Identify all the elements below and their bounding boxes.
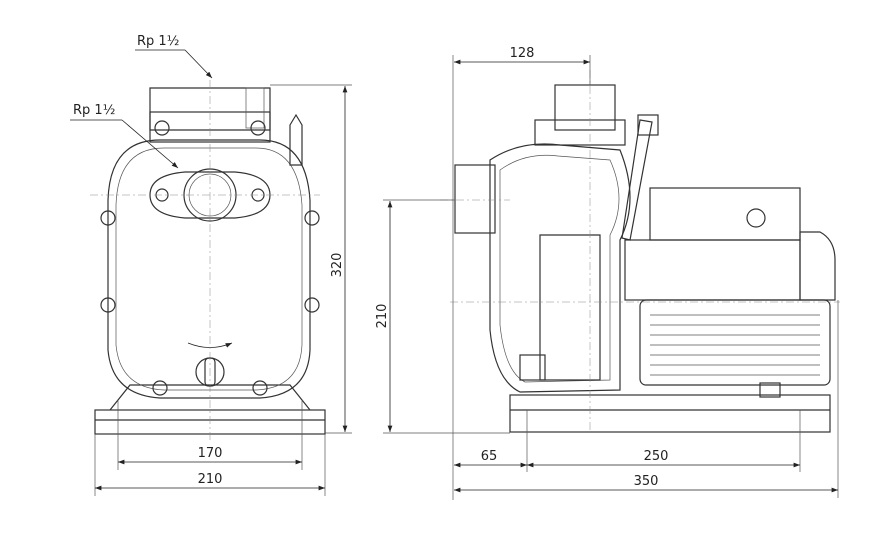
total-length-dimension: 350 bbox=[634, 474, 659, 489]
front-offset-dimension: 65 bbox=[481, 449, 498, 464]
foot-spacing-dimension: 170 bbox=[198, 446, 223, 461]
front-view bbox=[90, 80, 326, 440]
side-view bbox=[440, 70, 840, 433]
side-dimensions: 128 210 65 250 350 bbox=[375, 46, 839, 500]
connection-front-label: Rp 1½ bbox=[73, 103, 115, 118]
top-offset-dimension: 128 bbox=[510, 46, 535, 61]
height-dimension: 320 bbox=[330, 253, 345, 278]
base-width-dimension: 210 bbox=[198, 472, 223, 487]
shaft-height-dimension: 210 bbox=[375, 304, 390, 329]
front-dimensions: Rp 1½ Rp 1½ 320 170 210 bbox=[70, 34, 352, 496]
connection-top-label: Rp 1½ bbox=[137, 34, 179, 49]
foot-length-dimension: 250 bbox=[644, 449, 669, 464]
